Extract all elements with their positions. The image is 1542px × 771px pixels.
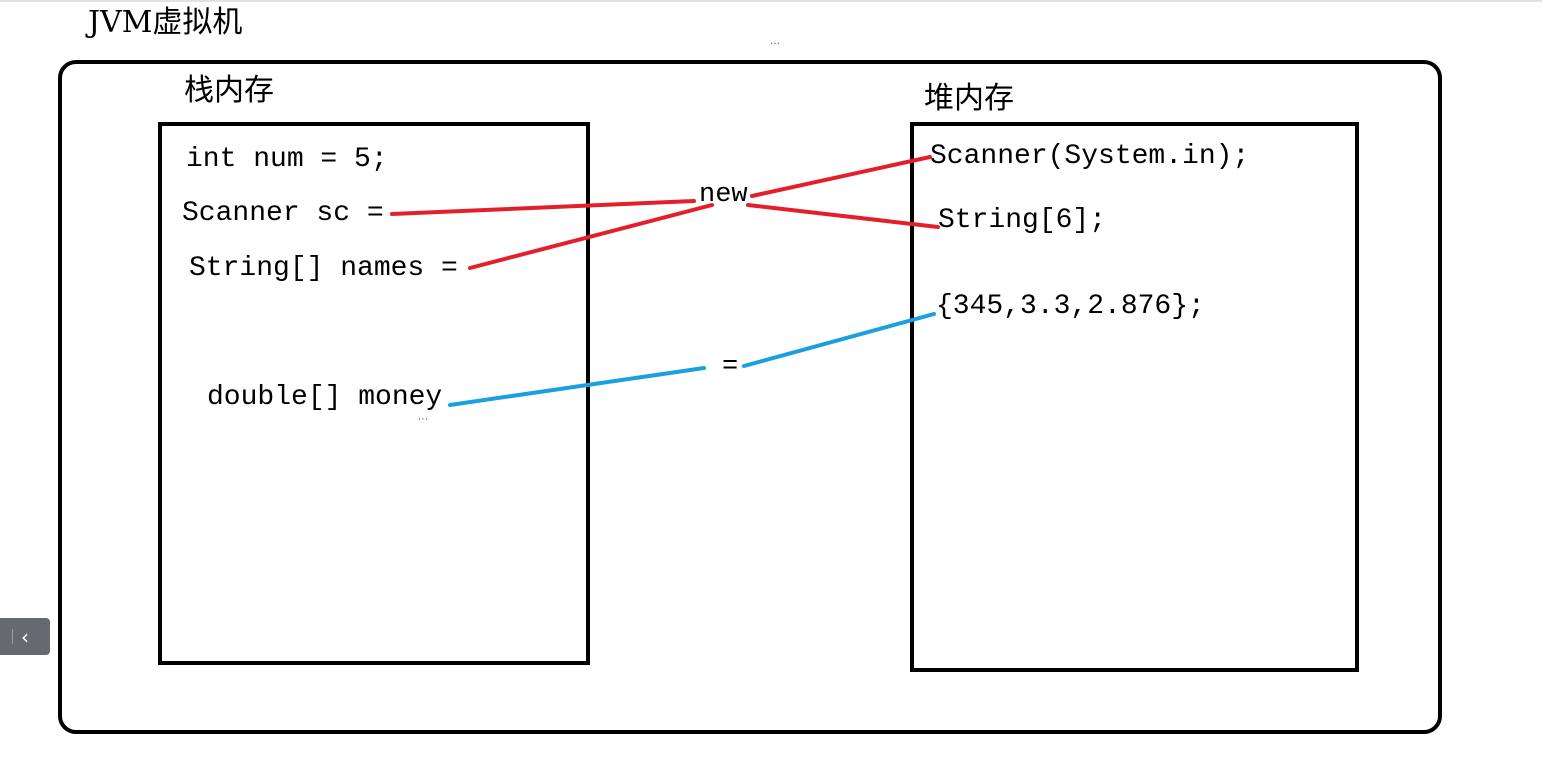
top-divider xyxy=(0,0,1542,2)
ellipsis-marker: … xyxy=(770,36,780,47)
stack-line-names: String[] names = xyxy=(189,253,458,284)
stack-line-int-num: int num = 5; xyxy=(186,144,388,175)
diagram-title: JVM虚拟机 xyxy=(88,5,243,40)
jvm-container xyxy=(58,60,1442,734)
stack-line-money: double[] money xyxy=(207,382,443,413)
heap-line-string-array: String[6]; xyxy=(938,205,1107,236)
chevron-left-icon: ‹ xyxy=(21,624,29,649)
divider-bar xyxy=(12,629,13,644)
stack-line-scanner: Scanner sc = xyxy=(182,198,384,229)
heap-line-double-array: {345,3.3,2.876}; xyxy=(936,291,1205,322)
heap-memory-label: 堆内存 xyxy=(924,81,1014,116)
heap-line-scanner: Scanner(System.in); xyxy=(930,141,1250,172)
collapse-sidebar-button[interactable]: ‹ xyxy=(0,618,50,655)
ellipsis-marker: ⋯ xyxy=(418,414,428,425)
heap-memory-box xyxy=(910,122,1359,672)
assign-operator-label: = xyxy=(722,352,739,382)
new-keyword-label: new xyxy=(699,180,748,210)
stack-memory-label: 栈内存 xyxy=(184,73,274,108)
